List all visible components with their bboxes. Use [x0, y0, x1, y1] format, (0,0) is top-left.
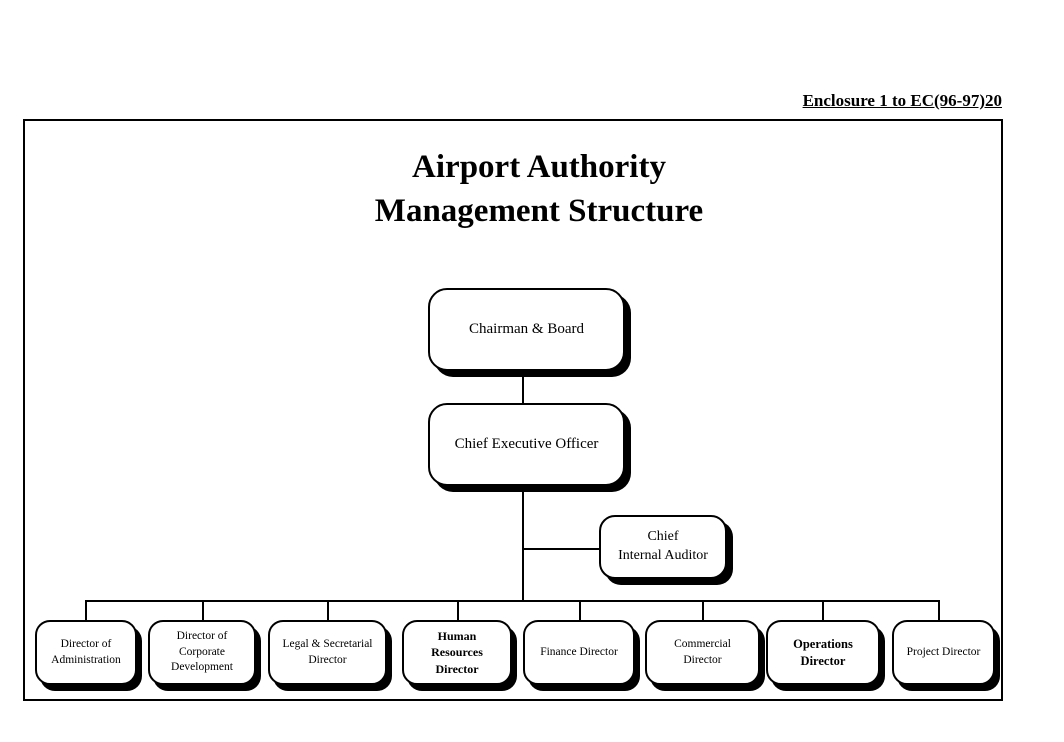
org-node-label: Director of Corporate Development [150, 629, 254, 676]
org-node-operations-director: Operations Director [766, 620, 880, 685]
org-node-chief-executive-officer: Chief Executive Officer [428, 403, 625, 486]
connector-drop-corporate-development [202, 601, 204, 620]
org-node-label: Finance Director [525, 645, 633, 661]
connector-drop-legal-secretarial [327, 601, 329, 620]
node-text: Director [800, 653, 846, 668]
node-text: Commercial [674, 637, 731, 650]
org-node-human-resources-director: Human Resources Director [402, 620, 512, 685]
connector-branch-horizontal [85, 600, 940, 602]
connector-drop-project [938, 601, 940, 620]
node-text: Operations [793, 636, 853, 651]
org-node-label: Commercial Director [647, 637, 758, 668]
connector-ceo-to-auditor [523, 548, 599, 550]
chart-title-line-1: Airport Authority [412, 149, 666, 185]
org-node-label: Director of Administration [37, 637, 135, 668]
node-text: Chief [647, 529, 679, 545]
node-text: Development [171, 661, 233, 674]
enclosure-reference: Enclosure 1 to EC(96-97)20 [802, 91, 1002, 110]
org-node-chief-internal-auditor: Chief Internal Auditor [599, 515, 727, 579]
node-text: Director [308, 653, 347, 666]
node-text: Chairman & Board [469, 321, 584, 338]
connector-ceo-to-branch [522, 485, 524, 602]
org-node-label: Chief Internal Auditor [601, 528, 725, 566]
node-text: Administration [51, 653, 121, 666]
org-node-chairman-board: Chairman & Board [428, 288, 625, 371]
org-node-label: Project Director [894, 645, 993, 661]
node-text: Legal & Secretarial [282, 637, 373, 650]
connector-drop-operations [822, 601, 824, 620]
node-text: Director of [60, 637, 112, 650]
node-text: Director [683, 653, 722, 666]
connector-drop-commercial [702, 601, 704, 620]
org-node-director-of-administration: Director of Administration [35, 620, 137, 685]
node-text: Director of [176, 630, 228, 643]
org-node-finance-director: Finance Director [523, 620, 635, 685]
org-node-project-director: Project Director [892, 620, 995, 685]
connector-chairman-to-ceo [522, 370, 524, 404]
node-text: Resources [431, 645, 483, 660]
connector-drop-finance [579, 601, 581, 620]
org-node-legal-secretarial-director: Legal & Secretarial Director [268, 620, 387, 685]
org-node-director-of-corporate-development: Director of Corporate Development [148, 620, 256, 685]
org-node-commercial-director: Commercial Director [645, 620, 760, 685]
org-node-label: Operations Director [768, 636, 878, 670]
connector-drop-administration [85, 601, 87, 620]
org-node-label: Legal & Secretarial Director [270, 637, 385, 668]
node-text: Human [437, 629, 477, 644]
node-text: Finance Director [540, 645, 618, 658]
chart-title-line-2: Management Structure [374, 192, 704, 229]
node-text: Internal Auditor [618, 548, 708, 563]
connector-drop-human-resources [457, 601, 459, 620]
node-text: Director [435, 661, 479, 676]
org-node-label: Chairman & Board [430, 319, 623, 339]
org-node-label: Human Resources Director [404, 628, 510, 677]
node-text: Chief Executive Officer [454, 436, 599, 453]
node-text: Corporate [179, 645, 225, 658]
node-text: Project Director [906, 645, 981, 658]
chart-title: Airport Authority Management Structure [39, 146, 1039, 233]
org-node-label: Chief Executive Officer [430, 434, 623, 454]
